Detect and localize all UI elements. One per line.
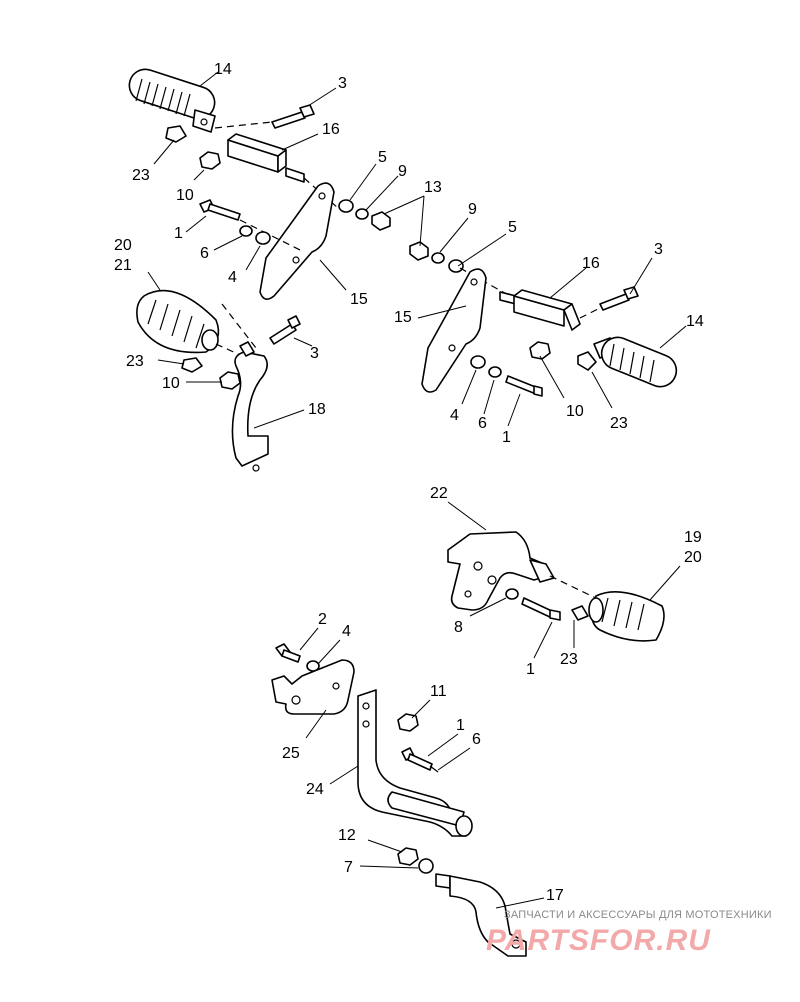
callout-15: 15: [350, 291, 368, 308]
callout-6: 6: [478, 415, 487, 432]
part-lever-24: [357, 689, 473, 837]
callout-7: 7: [344, 859, 353, 876]
part-bracket-rod-16: [227, 133, 305, 183]
callout-2: 2: [318, 611, 327, 628]
callout-11: 11: [430, 683, 447, 700]
part-rod-17: [435, 873, 527, 957]
callout-24: 24: [306, 781, 324, 798]
callout-14: 14: [214, 61, 232, 78]
callout-20: 20: [684, 549, 702, 566]
callout-23: 23: [610, 415, 628, 432]
footpeg-assembly-left-bracket: [136, 289, 301, 472]
callout-23: 23: [560, 651, 578, 668]
part-washer-7: [418, 858, 434, 874]
callout-1: 1: [456, 717, 465, 734]
part-washer-8: [505, 588, 519, 600]
part-clip-23-lower: [181, 357, 203, 373]
part-screw-1: [199, 199, 241, 221]
part-mount-plate-15: [259, 182, 335, 300]
callout-8: 8: [454, 619, 463, 636]
callout-3: 3: [310, 345, 319, 362]
part-bolt-3: [271, 104, 315, 129]
callout-13: 13: [424, 179, 442, 196]
part-bracket-rod-16-right: [499, 289, 581, 331]
callout-23: 23: [132, 167, 150, 184]
part-lockwasher-9-right: [431, 252, 445, 264]
part-washer-6-linkage: [429, 765, 439, 773]
part-nut-10: [199, 151, 221, 170]
part-clip-23: [165, 125, 187, 143]
part-nut-13: [371, 211, 391, 231]
callout-10: 10: [176, 187, 194, 204]
callout-3: 3: [654, 241, 663, 258]
callout-3: 3: [338, 75, 347, 92]
callout-4: 4: [342, 623, 351, 640]
callout-6: 6: [472, 731, 481, 748]
part-nut-13-right: [409, 241, 429, 261]
part-lockwasher-6-right: [488, 366, 502, 378]
callout-10: 10: [162, 375, 180, 392]
watermark-tagline: ЗАПЧАСТИ И АКСЕССУАРЫ ДЛЯ МОТОТЕХНИКИ: [504, 909, 772, 921]
callout-22: 22: [430, 485, 448, 502]
part-washer-5: [338, 199, 354, 213]
footpeg-assembly-right-bracket: [447, 531, 665, 642]
callout-17: 17: [546, 887, 564, 904]
part-bracket-18: [231, 341, 269, 472]
footpeg-assembly-upper-right: [409, 241, 678, 397]
part-bolt-2: [275, 643, 301, 663]
part-nut-10-right: [529, 341, 551, 360]
part-clip-23-right: [577, 351, 597, 371]
callout-6: 6: [200, 245, 209, 262]
part-footpeg-19-20: [588, 590, 665, 642]
part-lockwasher-6: [239, 225, 253, 237]
watermark: ЗАПЧАСТИ И АКСЕССУАРЫ ДЛЯ МОТОТЕХНИКИ PA…: [486, 909, 772, 957]
callout-1: 1: [526, 661, 535, 678]
part-screw-1-linkage: [401, 747, 433, 771]
callout-5: 5: [378, 149, 387, 166]
callout-1: 1: [174, 225, 183, 242]
part-nut-11: [397, 713, 419, 732]
callout-14: 14: [686, 313, 704, 330]
part-nut-12: [397, 847, 419, 866]
part-nut-10-lower: [219, 371, 241, 390]
watermark-logo: PARTSFOR.RU: [486, 924, 711, 957]
callout-25: 25: [282, 745, 300, 762]
part-footpeg-14-right: [593, 336, 678, 388]
part-washer-4: [255, 231, 271, 245]
callout-10: 10: [566, 403, 584, 420]
part-footpeg-14-left: [128, 68, 216, 133]
part-mount-plate-15-right: [421, 268, 487, 393]
callout-4: 4: [450, 407, 459, 424]
callout-21: 21: [114, 257, 132, 274]
linkage-assembly: [271, 643, 527, 957]
callout-15: 15: [394, 309, 412, 326]
part-clevis-25: [271, 659, 355, 715]
part-footpeg-20-21: [136, 289, 220, 354]
part-lockwasher-9: [355, 208, 369, 220]
callout-9: 9: [398, 163, 407, 180]
callout-numbers: 14 3 16 23 10 5 9 13 1 6 4 15 20 21 9 5 …: [114, 61, 704, 904]
part-clip-23-bracket22: [571, 605, 589, 621]
callout-1: 1: [502, 429, 511, 446]
callout-12: 12: [338, 827, 356, 844]
callout-20: 20: [114, 237, 132, 254]
part-washer-5-right: [448, 259, 464, 273]
part-bolt-3-lower: [269, 315, 301, 345]
callout-23: 23: [126, 353, 144, 370]
callout-16: 16: [322, 121, 340, 138]
part-screw-1-right: [505, 375, 543, 397]
callout-leader-lines: [147, 71, 687, 909]
callout-19: 19: [684, 529, 702, 546]
part-bracket-22: [447, 531, 555, 611]
part-washer-4-right: [470, 355, 486, 369]
callout-18: 18: [308, 401, 326, 418]
footpeg-assembly-upper-left: [128, 68, 391, 349]
callout-9: 9: [468, 201, 477, 218]
callout-16: 16: [582, 255, 600, 272]
callout-5: 5: [508, 219, 517, 236]
callout-4: 4: [228, 269, 237, 286]
part-screw-1-bracket22: [521, 597, 561, 621]
